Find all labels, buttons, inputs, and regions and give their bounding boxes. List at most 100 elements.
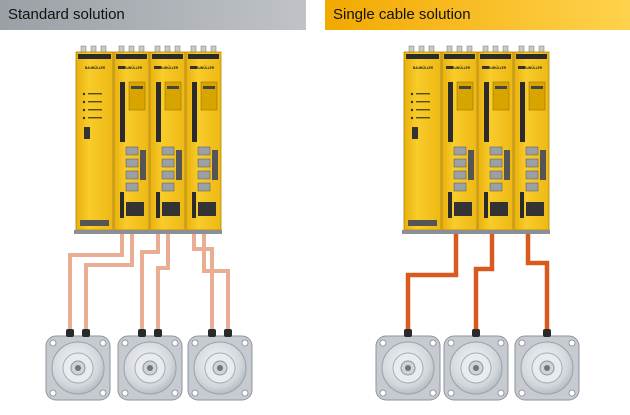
status-led bbox=[82, 100, 86, 104]
servo-motor-1 bbox=[117, 329, 183, 401]
motor-connector-block bbox=[126, 202, 144, 216]
mounting-hole bbox=[568, 339, 576, 347]
module-housing bbox=[185, 51, 222, 231]
network-connector bbox=[525, 158, 539, 168]
mounting-hole bbox=[497, 339, 505, 347]
power-terminal bbox=[484, 192, 488, 218]
mounting-hole bbox=[241, 339, 249, 347]
power-terminal bbox=[156, 192, 160, 218]
network-connector bbox=[197, 182, 211, 192]
axis-module-2: BAUMÜLLER bbox=[477, 51, 514, 231]
status-led bbox=[82, 116, 86, 120]
io-terminal bbox=[176, 150, 182, 180]
single-cables bbox=[405, 234, 550, 333]
network-connector bbox=[161, 170, 175, 180]
hazard-mark bbox=[518, 66, 525, 69]
network-connector bbox=[489, 146, 503, 156]
power-cable-1 bbox=[140, 234, 160, 333]
mounting-hole bbox=[518, 339, 526, 347]
module-header bbox=[516, 54, 547, 59]
feedback-cable-0 bbox=[84, 234, 134, 333]
motor-connector-block bbox=[454, 202, 472, 216]
display bbox=[131, 86, 143, 89]
motor-plug bbox=[404, 329, 412, 337]
network-connector bbox=[197, 146, 211, 156]
single-cable-solution-banner: Single cable solution bbox=[325, 0, 630, 30]
hazard-mark bbox=[154, 66, 161, 69]
brand-label: BAUMÜLLER bbox=[522, 65, 543, 70]
supply-module: BAUMÜLLER bbox=[75, 51, 114, 231]
network-connector bbox=[453, 158, 467, 168]
mounting-hole bbox=[121, 339, 129, 347]
brand-label: BAUMÜLLER bbox=[413, 65, 434, 70]
brand-label: BAUMÜLLER bbox=[194, 65, 215, 70]
service-port bbox=[412, 127, 418, 139]
module-header bbox=[406, 54, 439, 59]
module-housing bbox=[477, 51, 514, 231]
brand-label: BAUMÜLLER bbox=[158, 65, 179, 70]
servo-motor-2 bbox=[514, 329, 580, 401]
status-led bbox=[410, 116, 414, 120]
display bbox=[167, 86, 179, 89]
network-connector bbox=[161, 146, 175, 156]
bottom-vent bbox=[80, 220, 109, 226]
network-connector bbox=[525, 182, 539, 192]
standard-motors bbox=[45, 329, 253, 401]
mounting-hole bbox=[99, 389, 107, 397]
option-slot bbox=[192, 82, 197, 142]
mounting-hole bbox=[191, 339, 199, 347]
led-caption bbox=[416, 117, 430, 119]
mounting-hole bbox=[429, 389, 437, 397]
motor-connector-block bbox=[490, 202, 508, 216]
module-header bbox=[152, 54, 183, 59]
motor-plug bbox=[224, 329, 232, 337]
display bbox=[495, 86, 507, 89]
mounting-hole bbox=[447, 339, 455, 347]
servo-motor-1 bbox=[443, 329, 509, 401]
module-header bbox=[78, 54, 111, 59]
module-housing bbox=[149, 51, 186, 231]
module-header bbox=[188, 54, 219, 59]
led-caption bbox=[88, 101, 102, 103]
mounting-hole bbox=[447, 389, 455, 397]
module-housing bbox=[75, 51, 114, 231]
io-terminal bbox=[468, 150, 474, 180]
status-led bbox=[410, 108, 414, 112]
motor-plug bbox=[66, 329, 74, 337]
status-led bbox=[410, 92, 414, 96]
option-slot bbox=[484, 82, 489, 142]
single-cable-solution-title: Single cable solution bbox=[333, 6, 471, 23]
led-caption bbox=[416, 93, 430, 95]
motor-connector-block bbox=[198, 202, 216, 216]
io-terminal bbox=[504, 150, 510, 180]
axis-module-3: BAUMÜLLER bbox=[513, 51, 550, 231]
axis-module-1: BAUMÜLLER bbox=[113, 51, 150, 231]
single-cable-motors bbox=[375, 329, 580, 401]
motor-connector-block bbox=[526, 202, 544, 216]
power-terminal bbox=[520, 192, 524, 218]
network-connector bbox=[453, 146, 467, 156]
power-cable-0 bbox=[68, 234, 124, 333]
motor-shaft bbox=[75, 365, 81, 371]
axis-module-2: BAUMÜLLER bbox=[149, 51, 186, 231]
network-connector bbox=[525, 170, 539, 180]
module-header bbox=[116, 54, 147, 59]
network-connector bbox=[125, 158, 139, 168]
network-connector bbox=[161, 182, 175, 192]
motor-shaft bbox=[405, 365, 411, 371]
rack-base bbox=[74, 230, 222, 234]
motor-plug bbox=[82, 329, 90, 337]
led-caption bbox=[88, 93, 102, 95]
network-connector bbox=[453, 182, 467, 192]
mounting-hole bbox=[191, 389, 199, 397]
io-terminal bbox=[540, 150, 546, 180]
mounting-hole bbox=[99, 339, 107, 347]
network-connector bbox=[489, 170, 503, 180]
bottom-vent bbox=[408, 220, 437, 226]
brand-label: BAUMÜLLER bbox=[122, 65, 143, 70]
mounting-hole bbox=[49, 339, 57, 347]
mounting-hole bbox=[568, 389, 576, 397]
led-caption bbox=[88, 117, 102, 119]
motor-plug bbox=[154, 329, 162, 337]
